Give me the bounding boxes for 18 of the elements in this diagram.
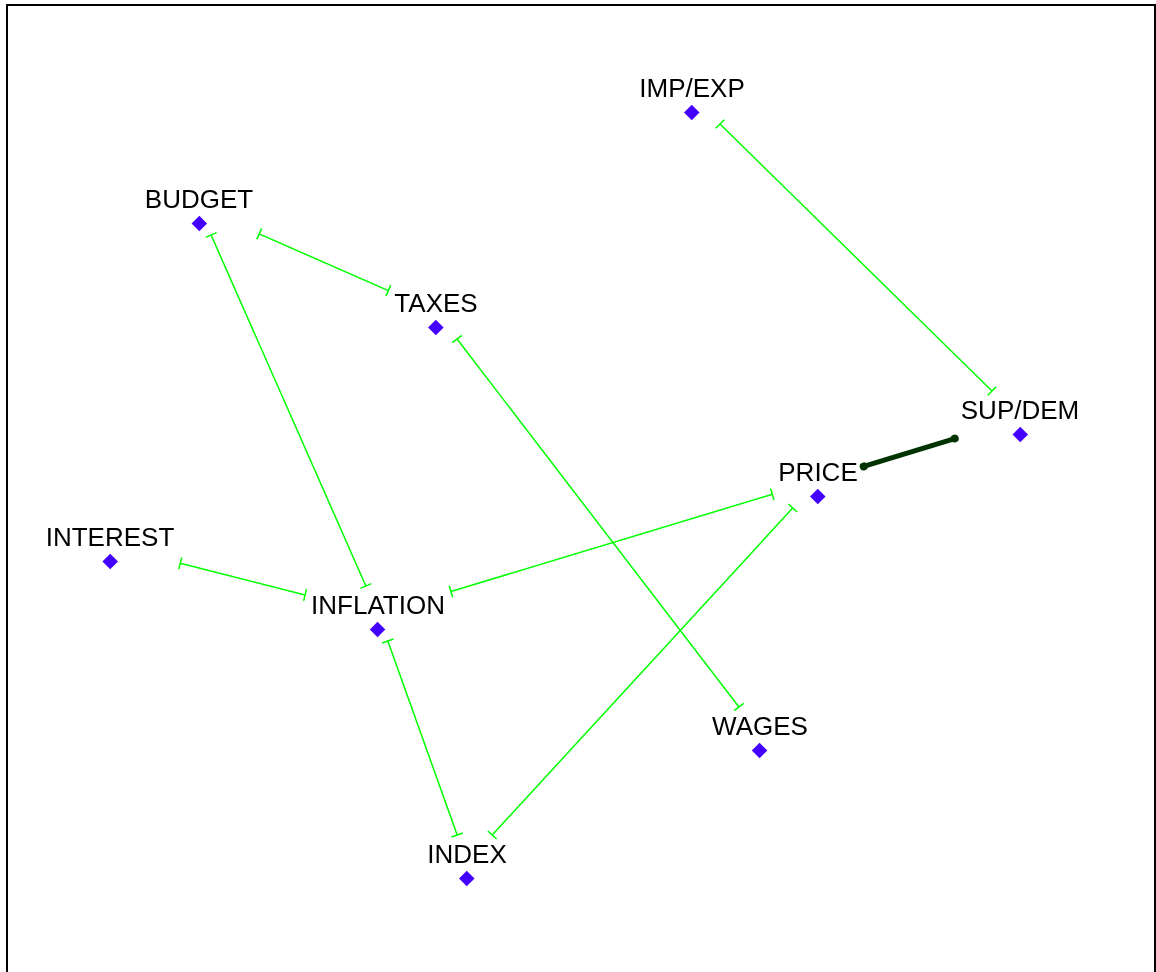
node-label: PRICE: [778, 459, 858, 485]
connector-line: [451, 334, 745, 712]
node-label: IMP/EXP: [639, 75, 745, 101]
connector-line: [381, 638, 464, 838]
connector-line: [178, 556, 308, 602]
connector-line: [256, 227, 392, 297]
node-label: SUP/DEM: [960, 397, 1080, 423]
node-label: INDEX: [427, 841, 507, 867]
connector-line: [715, 118, 997, 397]
node-label: TAXES: [394, 290, 478, 316]
thick-connector: [859, 434, 959, 471]
node-label: INTEREST: [45, 524, 175, 550]
node-label: WAGES: [712, 713, 808, 739]
node-label: BUDGET: [144, 186, 254, 212]
node-label: INFLATION: [311, 592, 445, 618]
connector-line: [487, 503, 798, 840]
connector-line: [204, 231, 373, 590]
connector-line: [448, 487, 775, 598]
